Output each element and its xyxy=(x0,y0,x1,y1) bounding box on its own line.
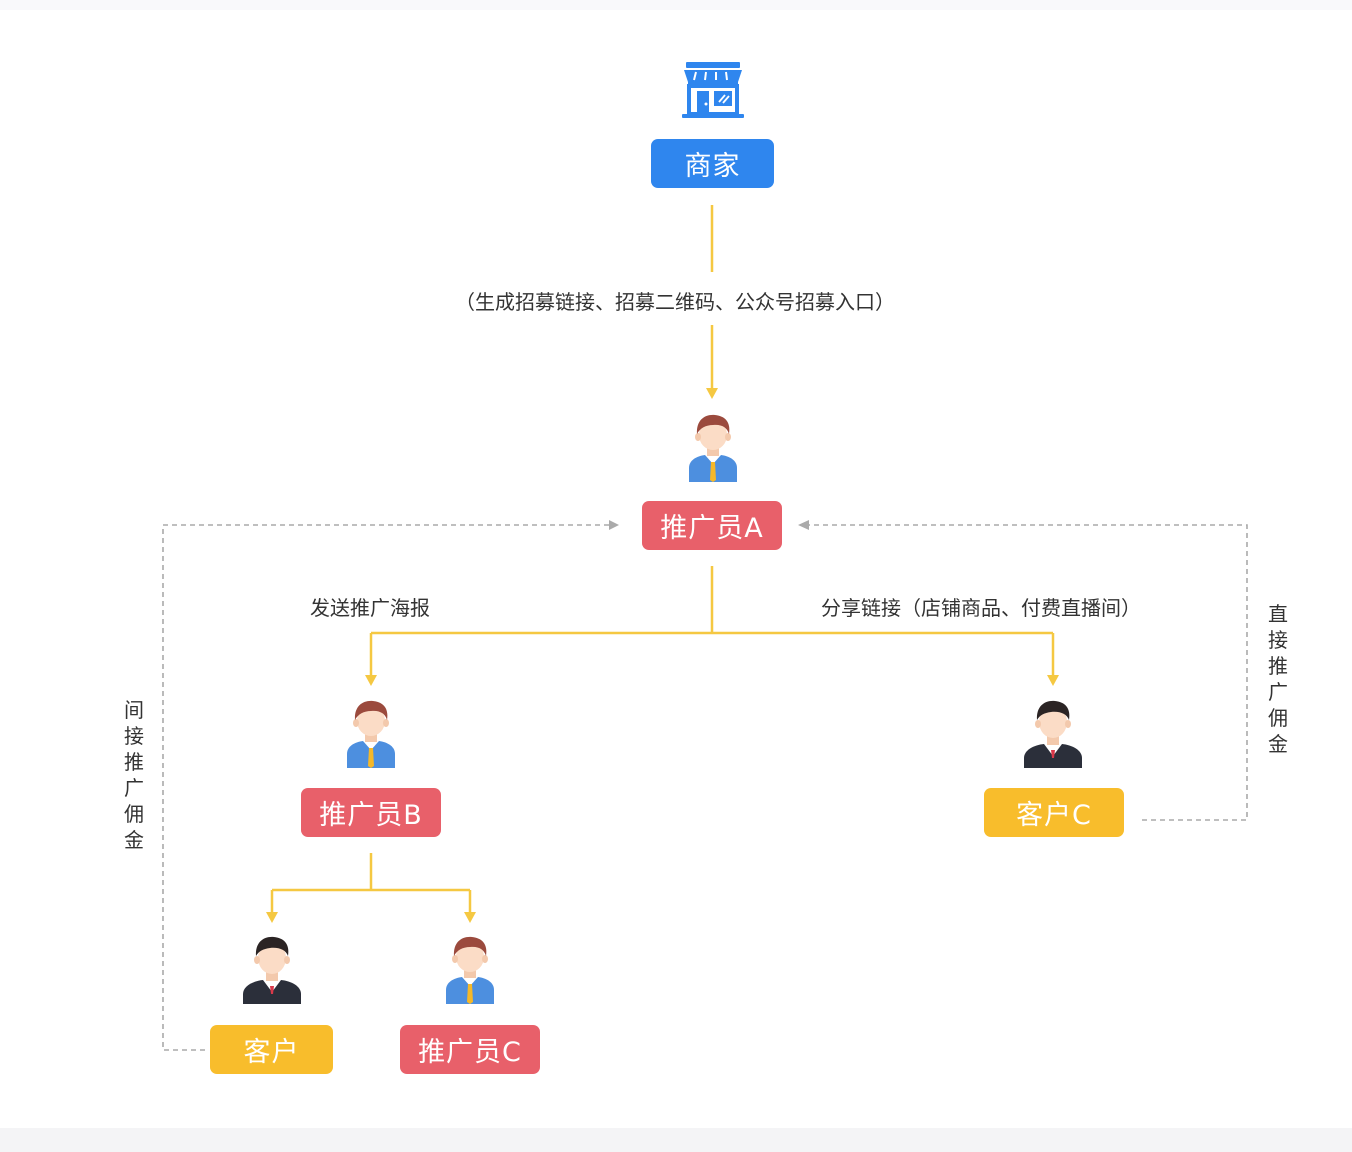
dashed-direct-commission xyxy=(808,524,1248,821)
dashed-arrowhead-right xyxy=(798,520,809,530)
indirect-commission-label: 间接推广佣金 xyxy=(124,698,144,852)
customer-c-node: 客户C xyxy=(984,788,1124,837)
promoter-person-icon xyxy=(689,414,737,482)
arrowhead-customer-c xyxy=(1047,675,1059,686)
arrowhead-promoter-c xyxy=(464,912,476,923)
direct-commission-label: 直接推广佣金 xyxy=(1268,602,1288,756)
promoter-b-node: 推广员B xyxy=(301,788,441,837)
promoter-a-node: 推广员A xyxy=(642,501,782,550)
promoter-person-icon xyxy=(347,700,395,768)
send-poster-label: 发送推广海报 xyxy=(310,596,430,620)
customer-person-icon xyxy=(243,936,301,1004)
promoter-person-icon xyxy=(446,936,494,1004)
merchant-node: 商家 xyxy=(651,139,774,188)
storefront-icon xyxy=(682,62,744,118)
customer-node: 客户 xyxy=(210,1025,333,1074)
promoter-c-node: 推广员C xyxy=(400,1025,540,1074)
arrowhead-customer xyxy=(266,912,278,923)
arrowhead-promoter-b xyxy=(365,675,377,686)
customer-person-icon xyxy=(1024,700,1082,768)
share-link-label: 分享链接（店铺商品、付费直播间） xyxy=(821,596,1141,620)
recruit-channels-label: （生成招募链接、招募二维码、公众号招募入口） xyxy=(455,290,895,314)
arrowhead-promoter-a xyxy=(706,388,718,399)
top-margin-strip xyxy=(0,0,1352,10)
bottom-margin-strip xyxy=(0,1128,1352,1152)
dashed-arrowhead-left xyxy=(609,520,619,530)
dashed-indirect-commission xyxy=(162,524,610,1051)
